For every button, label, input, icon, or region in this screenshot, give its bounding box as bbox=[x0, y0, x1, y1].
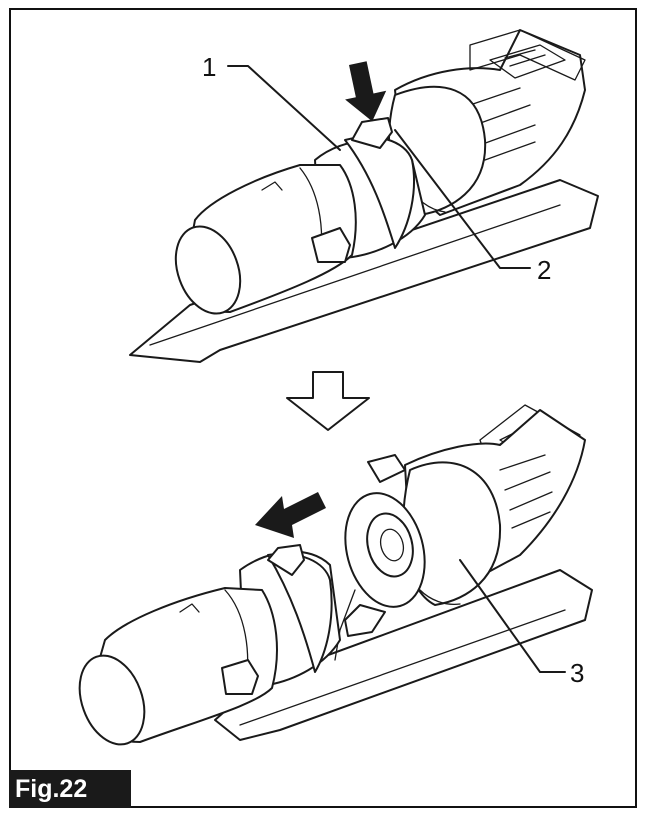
left-arrow-filled-icon bbox=[255, 492, 326, 538]
callout-2: 2 bbox=[537, 255, 552, 285]
leader-line-1 bbox=[227, 65, 341, 151]
down-arrow-filled-icon bbox=[345, 61, 387, 122]
battery-bottom bbox=[78, 544, 341, 746]
figure-label: Fig.22 bbox=[9, 770, 131, 808]
down-arrow-outline-icon bbox=[286, 371, 370, 431]
callout-3: 3 bbox=[570, 658, 585, 688]
callout-1: 1 bbox=[202, 52, 217, 82]
leader-line-2 bbox=[394, 129, 531, 269]
leader-line-3 bbox=[459, 559, 566, 673]
battery-top bbox=[174, 117, 426, 315]
